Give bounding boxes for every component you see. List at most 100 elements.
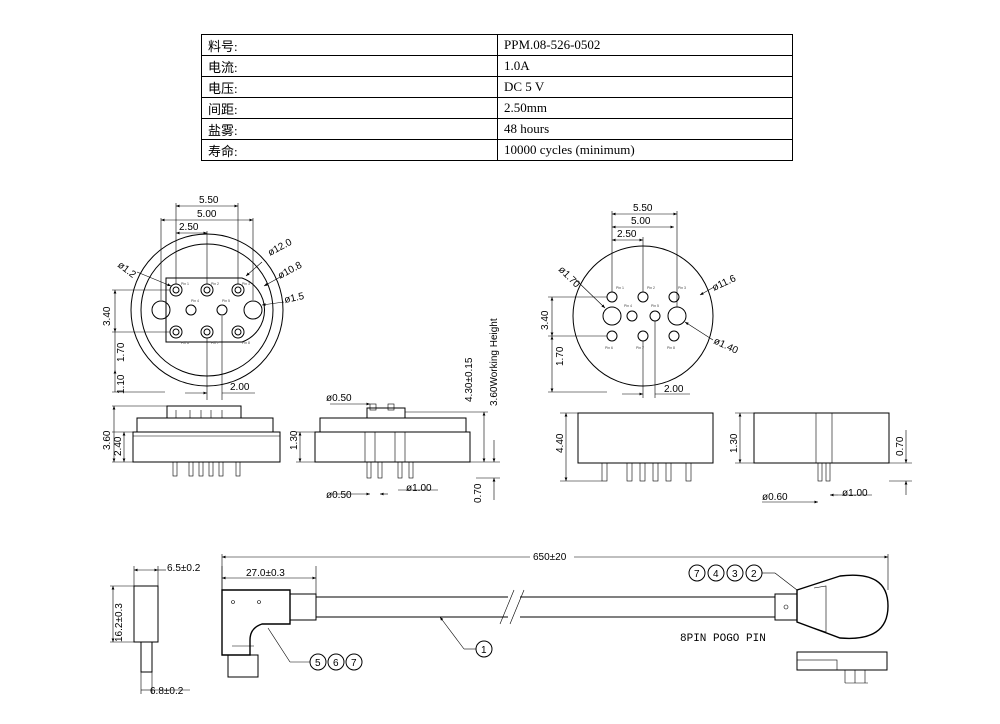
balloon-number: 3	[732, 569, 738, 580]
pin-hole	[234, 328, 242, 336]
dim-label: 16.2±0.3	[114, 603, 125, 642]
dim-label: ø1.00	[406, 483, 432, 494]
dim-label: 3.40	[102, 306, 113, 326]
table-row: 寿命: 10000 cycles (minimum)	[201, 139, 793, 161]
pin-label: Pin 2	[647, 286, 655, 290]
table-row: 盐雾: 48 hours	[201, 118, 793, 140]
pin-hole	[231, 325, 245, 339]
table-row: 电压: DC 5 V	[201, 76, 793, 98]
dim-label: ø1.70	[556, 264, 582, 290]
male-pin-holes	[151, 283, 263, 339]
callout-balloon	[688, 564, 706, 582]
pin-label: Pin 4	[191, 299, 199, 303]
pin-hole-large	[151, 300, 171, 320]
pin-hole	[234, 286, 242, 294]
pin-label: Pin 4	[624, 304, 632, 308]
dim-label: 27.0±0.3	[246, 568, 285, 579]
dim-label: 2.00	[230, 382, 250, 393]
female-strain-relief	[774, 593, 798, 621]
dim-label: ø1.5	[283, 291, 305, 306]
dim-label: 0.70	[473, 483, 484, 503]
callout-balloon	[707, 564, 725, 582]
pin-hole	[185, 304, 197, 316]
dim-label: 6.8±0.2	[150, 686, 184, 697]
female-pin-holes	[602, 291, 687, 342]
dim-label: 2.50	[179, 222, 199, 233]
spec-value: 10000 cycles (minimum)	[497, 139, 793, 161]
dim-label: ø11.6	[711, 273, 739, 294]
callout-balloons-bottom: 5 6 7	[267, 627, 363, 671]
cable-assembly: 6.5±0.2 16.2±0.3 6.8±0.2 27.0±0.3 650±20	[110, 550, 889, 697]
pin-label: Pin 5	[222, 299, 230, 303]
pin-hole	[172, 328, 180, 336]
dim-label: 6.5±0.2	[167, 563, 201, 574]
pin-hole	[172, 286, 180, 294]
dim-label: ø1.00	[842, 488, 868, 499]
spec-label: 寿命:	[201, 139, 498, 161]
dim-label: 0.70	[895, 436, 906, 456]
pin-label: Pin 7	[211, 341, 219, 345]
dim-label: 3.60	[102, 430, 113, 450]
female-head	[796, 574, 889, 640]
dim-label: 1.30	[729, 433, 740, 453]
right-angle-plug	[221, 589, 291, 656]
strain-relief	[289, 593, 317, 621]
plug-side-pin	[140, 641, 153, 673]
female-top-view: Pin 1 Pin 2 Pin 3 Pin 4 Pin 5 Pin 6 Pin …	[540, 203, 740, 398]
pin-hole	[649, 310, 661, 322]
dim-label: 1.70	[116, 342, 127, 362]
male-top-view: Pin 1 Pin 2 Pin 3 Pin 4 Pin 5 Pin 6 Pin …	[102, 195, 306, 400]
pin-hole-large	[667, 306, 687, 326]
part-label: 8PIN POGO PIN	[680, 633, 766, 645]
female-connector-pcb	[796, 651, 888, 671]
male-side-view-section: 1.30 ø0.50 ø0.50 ø1.00 0.70 4.30±0.15 3.…	[289, 318, 500, 503]
balloon-number: 4	[713, 569, 719, 580]
male-side-view-front: 3.60 2.40	[102, 405, 281, 477]
callout-balloon	[345, 653, 363, 671]
dim-label: 1.70	[555, 346, 566, 366]
dim-label: 5.50	[633, 203, 653, 214]
balloon-number: 1	[481, 645, 487, 656]
dim-label: 4.40	[555, 433, 566, 453]
balloon-number: 6	[333, 658, 339, 669]
dim-label: 2.40	[113, 436, 124, 456]
female-side-view-section: 1.30 0.70 ø0.60 ø1.00	[729, 412, 912, 504]
pin-label: Pin 6	[181, 341, 189, 345]
dim-label: 4.30±0.15	[464, 357, 475, 402]
pin-hole	[668, 330, 680, 342]
pin-label: Pin 1	[181, 282, 189, 286]
pin-label: Pin 8	[667, 346, 675, 350]
callout-balloon	[327, 653, 345, 671]
pin-hole	[606, 291, 618, 303]
pin-label: Pin 2	[211, 282, 219, 286]
callout-balloon-cable: 1	[439, 616, 493, 658]
dim-label: 1.10	[116, 374, 127, 394]
spec-table: 料号: PPM.08-526-0502 电流: 1.0A 电压: DC 5 V …	[201, 34, 793, 161]
dim-label: ø0.50	[326, 393, 352, 404]
dim-label: 5.50	[199, 195, 219, 206]
pin-hole	[606, 330, 618, 342]
plug-side-body	[133, 585, 159, 643]
dim-label: 650±20	[533, 552, 567, 563]
pin-hole	[216, 304, 228, 316]
pin-label: Pin 3	[678, 286, 686, 290]
pin-label: Pin 6	[605, 346, 613, 350]
dim-label: ø1.40	[712, 336, 740, 357]
pin-label: Pin 7	[636, 346, 644, 350]
pin-hole	[203, 328, 211, 336]
pin-label: Pin 5	[651, 304, 659, 308]
dim-label: ø1.2	[115, 260, 138, 281]
pin-hole	[637, 291, 649, 303]
dim-label: 5.00	[197, 209, 217, 220]
dim-label: ø0.60	[762, 492, 788, 503]
pin-hole	[668, 291, 680, 303]
insulator-body	[165, 277, 266, 343]
dim-label: 1.30	[289, 430, 300, 450]
dim-label: ø12.0	[266, 237, 294, 259]
dim-label: 2.50	[617, 229, 637, 240]
dim-label: 2.00	[664, 384, 684, 395]
balloon-number: 7	[351, 658, 357, 669]
balloon-number: 5	[315, 658, 321, 669]
pin-hole	[200, 325, 214, 339]
